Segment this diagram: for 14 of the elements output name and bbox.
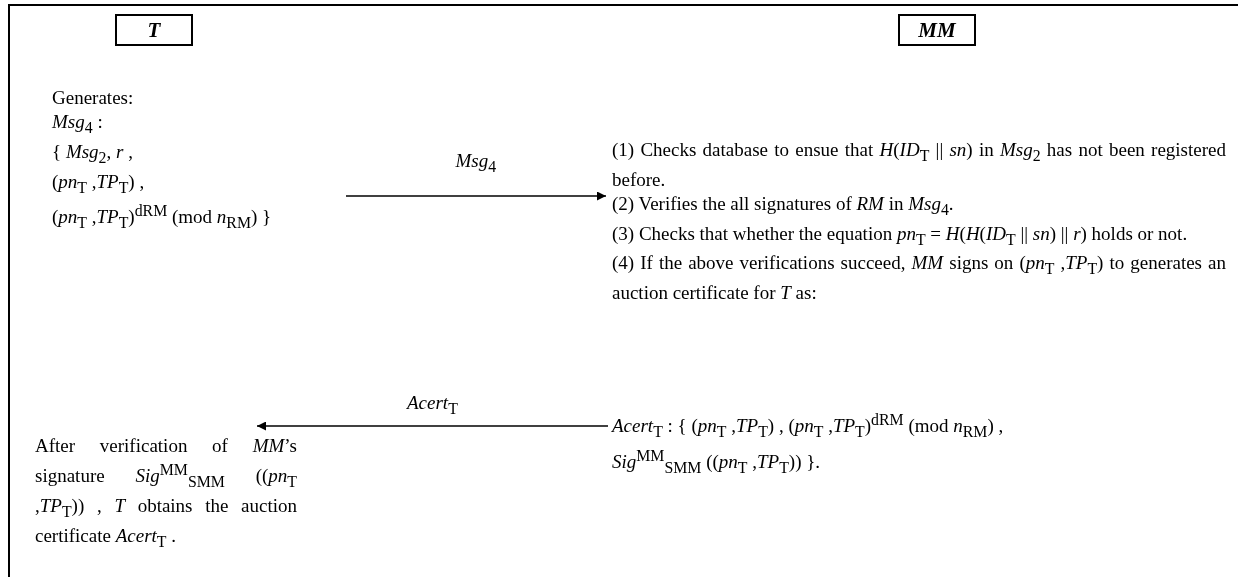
process-text: (1) Checks database to ensue that H(ID$_{T}$ || sn) in Msg$_{2}$ has not been registered before. xyxy=(612,138,1226,192)
arrow xyxy=(256,421,609,431)
message-text: (pn$_{T}$ ,TP$_{T}$)$^{dRM}$ (mod n$_{RM}$) } xyxy=(52,201,273,234)
process-text: (3) Checks that whether the equation pn$_{T}$ = H(H(ID$_{T}$ || sn) || r) holds or not. xyxy=(612,221,1189,250)
message-text: Generates: xyxy=(52,86,135,110)
message-text: { Msg$_{2}$, r , xyxy=(52,139,134,168)
message-text: (pn$_{T}$ ,TP$_{T}$) , xyxy=(52,169,146,198)
process-text: (4) If the above verifications succeed, MM signs on (pn$_{T}$ ,TP$_{T}$) to generates an auction certificate for T as: xyxy=(612,251,1226,306)
actor-box: T xyxy=(115,14,193,46)
actor-box: MM xyxy=(898,14,976,46)
process-text: (2) Verifies the all signatures of RM in Msg$_{4}$. xyxy=(612,191,955,220)
arrow xyxy=(345,191,607,201)
message-text: Msg$_{4}$ : xyxy=(52,110,104,138)
message-text: Acert$_{T}$ : { (pn$_{T}$ ,TP$_{T}$) , (pn$_{T}$ ,TP$_{T}$)$^{dRM}$ (mod n$_{RM}$) , Sig$^{MM}$$_{SMM}$ ((pn$_{T}$ ,TP$_{T}$)) }. xyxy=(612,408,1032,481)
